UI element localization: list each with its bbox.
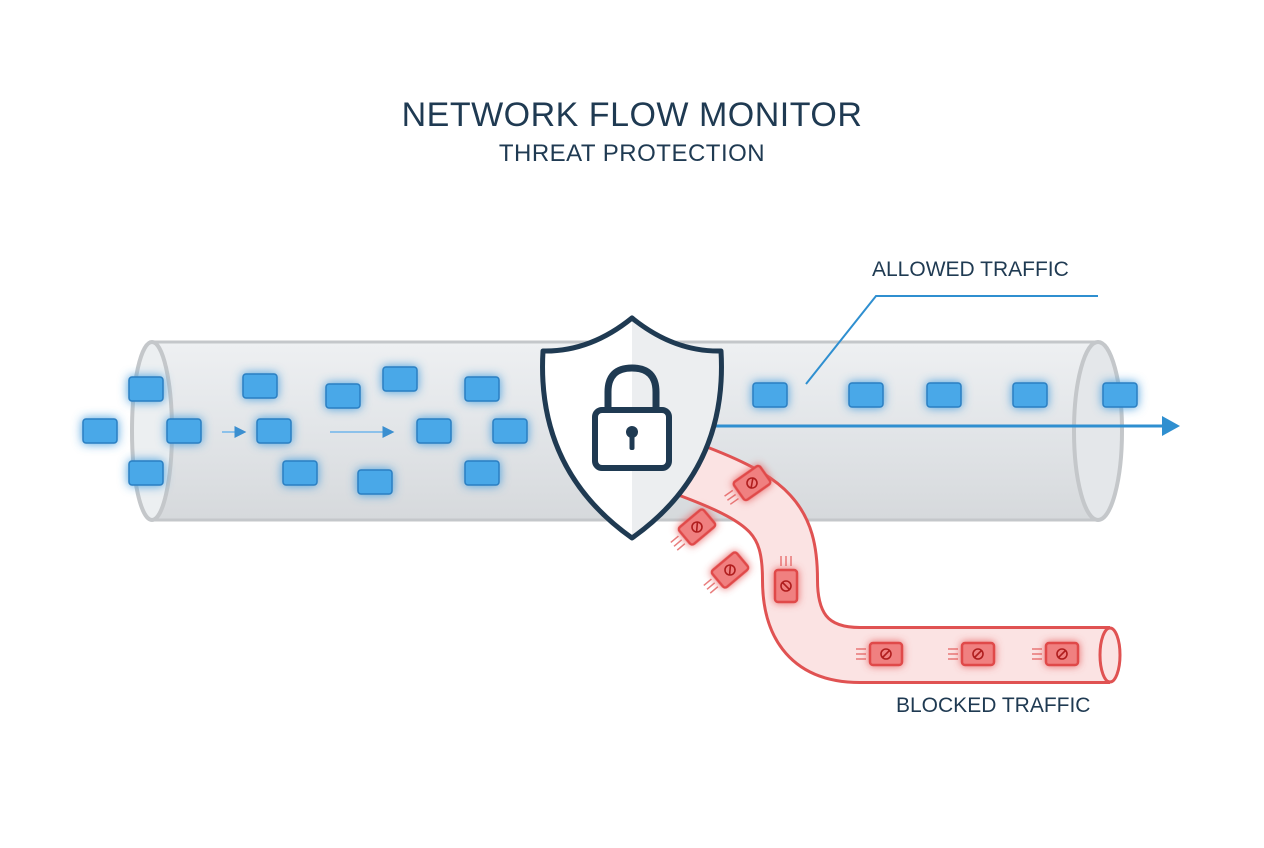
allowed-packet [82, 418, 118, 444]
no-entry-icon [724, 564, 736, 576]
no-entry-icon [972, 648, 984, 660]
allowed-packet [1102, 382, 1138, 408]
blocked-packet [724, 464, 772, 505]
no-entry-icon [691, 521, 703, 533]
allowed-packet [325, 383, 361, 409]
allowed-packet [166, 418, 202, 444]
allowed-packet [416, 418, 452, 444]
arrow-right-icon [1162, 416, 1180, 436]
allowed-packet [242, 373, 278, 399]
allowed-packet [752, 382, 788, 408]
allowed-packet [282, 460, 318, 486]
allowed-packet [848, 382, 884, 408]
allowed-packet [926, 382, 962, 408]
blocked-packet [1032, 641, 1080, 667]
allowed-callout-line [805, 295, 1098, 385]
blocked-traffic-label: BLOCKED TRAFFIC [896, 694, 1091, 717]
allowed-packet [382, 366, 418, 392]
allowed-packet [464, 376, 500, 402]
no-entry-icon [880, 648, 892, 660]
allowed-packets [82, 366, 1138, 495]
allowed-packet [492, 418, 528, 444]
shield-icon [540, 315, 724, 541]
blocked-packets [670, 464, 1080, 667]
lock-icon [592, 364, 672, 471]
no-entry-icon [780, 580, 792, 592]
blocked-packet [948, 641, 996, 667]
allowed-packet [464, 460, 500, 486]
allowed-traffic-label: ALLOWED TRAFFIC [872, 258, 1069, 281]
diagram-subtitle: THREAT PROTECTION [498, 140, 766, 167]
blocked-packet [773, 556, 799, 604]
blocked-packet [856, 641, 904, 667]
no-entry-icon [1056, 648, 1068, 660]
allowed-packet [1012, 382, 1048, 408]
no-entry-icon [746, 477, 758, 489]
allowed-packet [256, 418, 292, 444]
diagram-title: NETWORK FLOW MONITOR [401, 96, 863, 134]
allowed-packet [357, 469, 393, 495]
allowed-packet [128, 376, 164, 402]
allowed-packet [128, 460, 164, 486]
blocked-packet [670, 508, 717, 551]
blocked-packet [703, 551, 750, 594]
